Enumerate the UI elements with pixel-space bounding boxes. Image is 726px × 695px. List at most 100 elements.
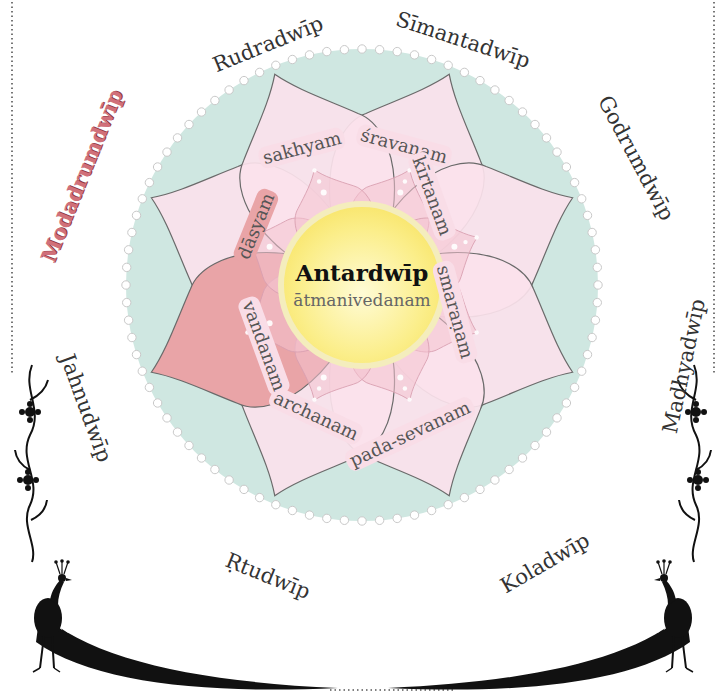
bead [444,61,452,69]
bead [578,195,586,203]
bead [505,96,513,104]
bead [476,485,484,493]
bead [531,441,539,449]
bead [588,228,596,236]
bead [145,178,153,186]
bead [593,263,601,271]
center-title: Antardwīp [296,258,429,288]
bead [163,148,171,156]
bead [393,514,401,522]
bead [138,195,146,203]
bead [410,511,418,519]
bead [491,476,499,484]
bead [123,298,131,306]
bead [570,178,578,186]
center-subtitle: ātmanivedanam [293,288,431,312]
bead [163,414,171,422]
bead [358,45,366,53]
region-label: Godrumdwīp [592,91,680,225]
bead [340,46,348,54]
bead [211,96,219,104]
bead [272,501,280,509]
petal-dot [317,179,321,183]
bead [593,298,601,306]
bead [185,120,193,128]
bead [542,134,550,142]
dotted-rule [11,2,13,375]
bead [410,51,418,59]
bead [128,333,136,341]
bead [588,333,596,341]
bead [240,485,248,493]
bead [476,76,484,84]
bead [225,476,233,484]
region-label: Jahnudwīp [54,350,117,465]
bead [138,367,146,375]
bead [553,148,561,156]
bead [323,514,331,522]
bead [375,46,383,54]
petal-dot [312,168,316,172]
bead [173,134,181,142]
bead [583,211,591,219]
bead-ring [122,45,602,525]
bead [518,454,526,462]
lotus-petals [122,45,602,525]
bead [505,465,513,473]
bead [211,465,219,473]
bead [542,428,550,436]
bead [145,383,153,391]
bead [288,55,296,63]
petal-dot [407,397,411,401]
bead [518,108,526,116]
bead [583,350,591,358]
bead [185,441,193,449]
bead [570,383,578,391]
bead [340,516,348,524]
bead [594,281,602,289]
bead [225,86,233,94]
bead [444,501,452,509]
bead [197,108,205,116]
center-circle: Antardwīpātmanivedanam [278,201,446,369]
bead [255,493,263,501]
bead [562,399,570,407]
bead [358,517,366,525]
petal-dot [451,244,457,250]
bead [460,493,468,501]
petal-dot [321,190,327,196]
bead [375,516,383,524]
bead [132,211,140,219]
petal-dot [474,235,478,239]
bead [255,68,263,76]
bead [128,228,136,236]
bead [460,68,468,76]
bead [591,316,599,324]
bead [393,47,401,55]
bead [124,246,132,254]
dotted-rule [713,2,715,375]
petal-dot [474,330,478,334]
bead [562,163,570,171]
region-label: Ṛtudwīp [222,547,315,605]
petal-dot [403,179,407,183]
bead [531,120,539,128]
bead [427,55,435,63]
bead [323,47,331,55]
petal-dot [312,397,316,401]
petal-dot [317,386,321,390]
bead [427,506,435,514]
petal-dot [463,240,467,244]
region-label: Koladwīp [496,527,594,599]
bead [288,506,296,514]
bead [123,263,131,271]
bead [591,246,599,254]
bead [132,350,140,358]
petal-dot [397,190,403,196]
petal-dot [321,374,327,380]
inner-petals [231,154,493,416]
bead [197,454,205,462]
bead [578,367,586,375]
bead [153,163,161,171]
